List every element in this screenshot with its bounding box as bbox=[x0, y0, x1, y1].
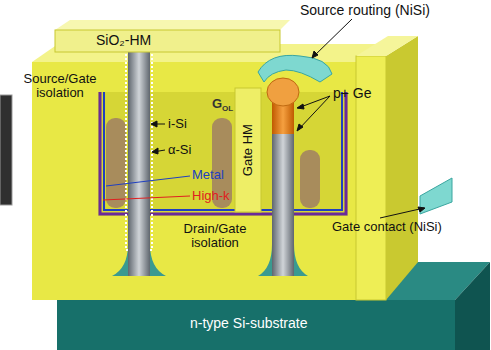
hm-plate bbox=[55, 30, 280, 52]
inset-image bbox=[0, 95, 12, 205]
spacer bbox=[106, 118, 126, 208]
substrate-front bbox=[57, 300, 455, 350]
high-k-leader bbox=[103, 196, 190, 200]
substrate-side bbox=[455, 262, 490, 350]
material-label: α-Si bbox=[168, 143, 191, 157]
material-label: i-Si bbox=[168, 117, 187, 131]
si-pillar bbox=[272, 132, 294, 276]
dimension-subscript: OL bbox=[222, 105, 233, 114]
substrate-label: n-type Si-substrate bbox=[190, 316, 308, 331]
p-ge-cap bbox=[267, 78, 299, 106]
callout-label: Source routing (NiSi) bbox=[300, 3, 430, 18]
layer-label: SiO₂-HM bbox=[96, 33, 151, 48]
isolation-wall-top bbox=[356, 36, 418, 56]
isolation-wall-side bbox=[386, 36, 418, 300]
region-label: Source/Gate isolation bbox=[14, 72, 106, 101]
material-label: High-k bbox=[192, 189, 230, 203]
source-routing bbox=[258, 55, 332, 82]
region-label: Drain/Gate isolation bbox=[160, 222, 270, 251]
spacer bbox=[300, 150, 320, 208]
leader-lines bbox=[151, 19, 425, 218]
gate-hm-wall bbox=[235, 88, 261, 212]
hm-top bbox=[55, 20, 290, 30]
dimension-label: G bbox=[212, 97, 222, 111]
layer-label: Gate HM bbox=[241, 124, 255, 176]
metal-leader bbox=[106, 176, 190, 186]
callout-label: Gate contact (NiSi) bbox=[332, 220, 442, 234]
si-pillar bbox=[128, 40, 150, 276]
material-label: p+ Ge bbox=[333, 86, 372, 101]
material-label: Metal bbox=[192, 168, 224, 182]
